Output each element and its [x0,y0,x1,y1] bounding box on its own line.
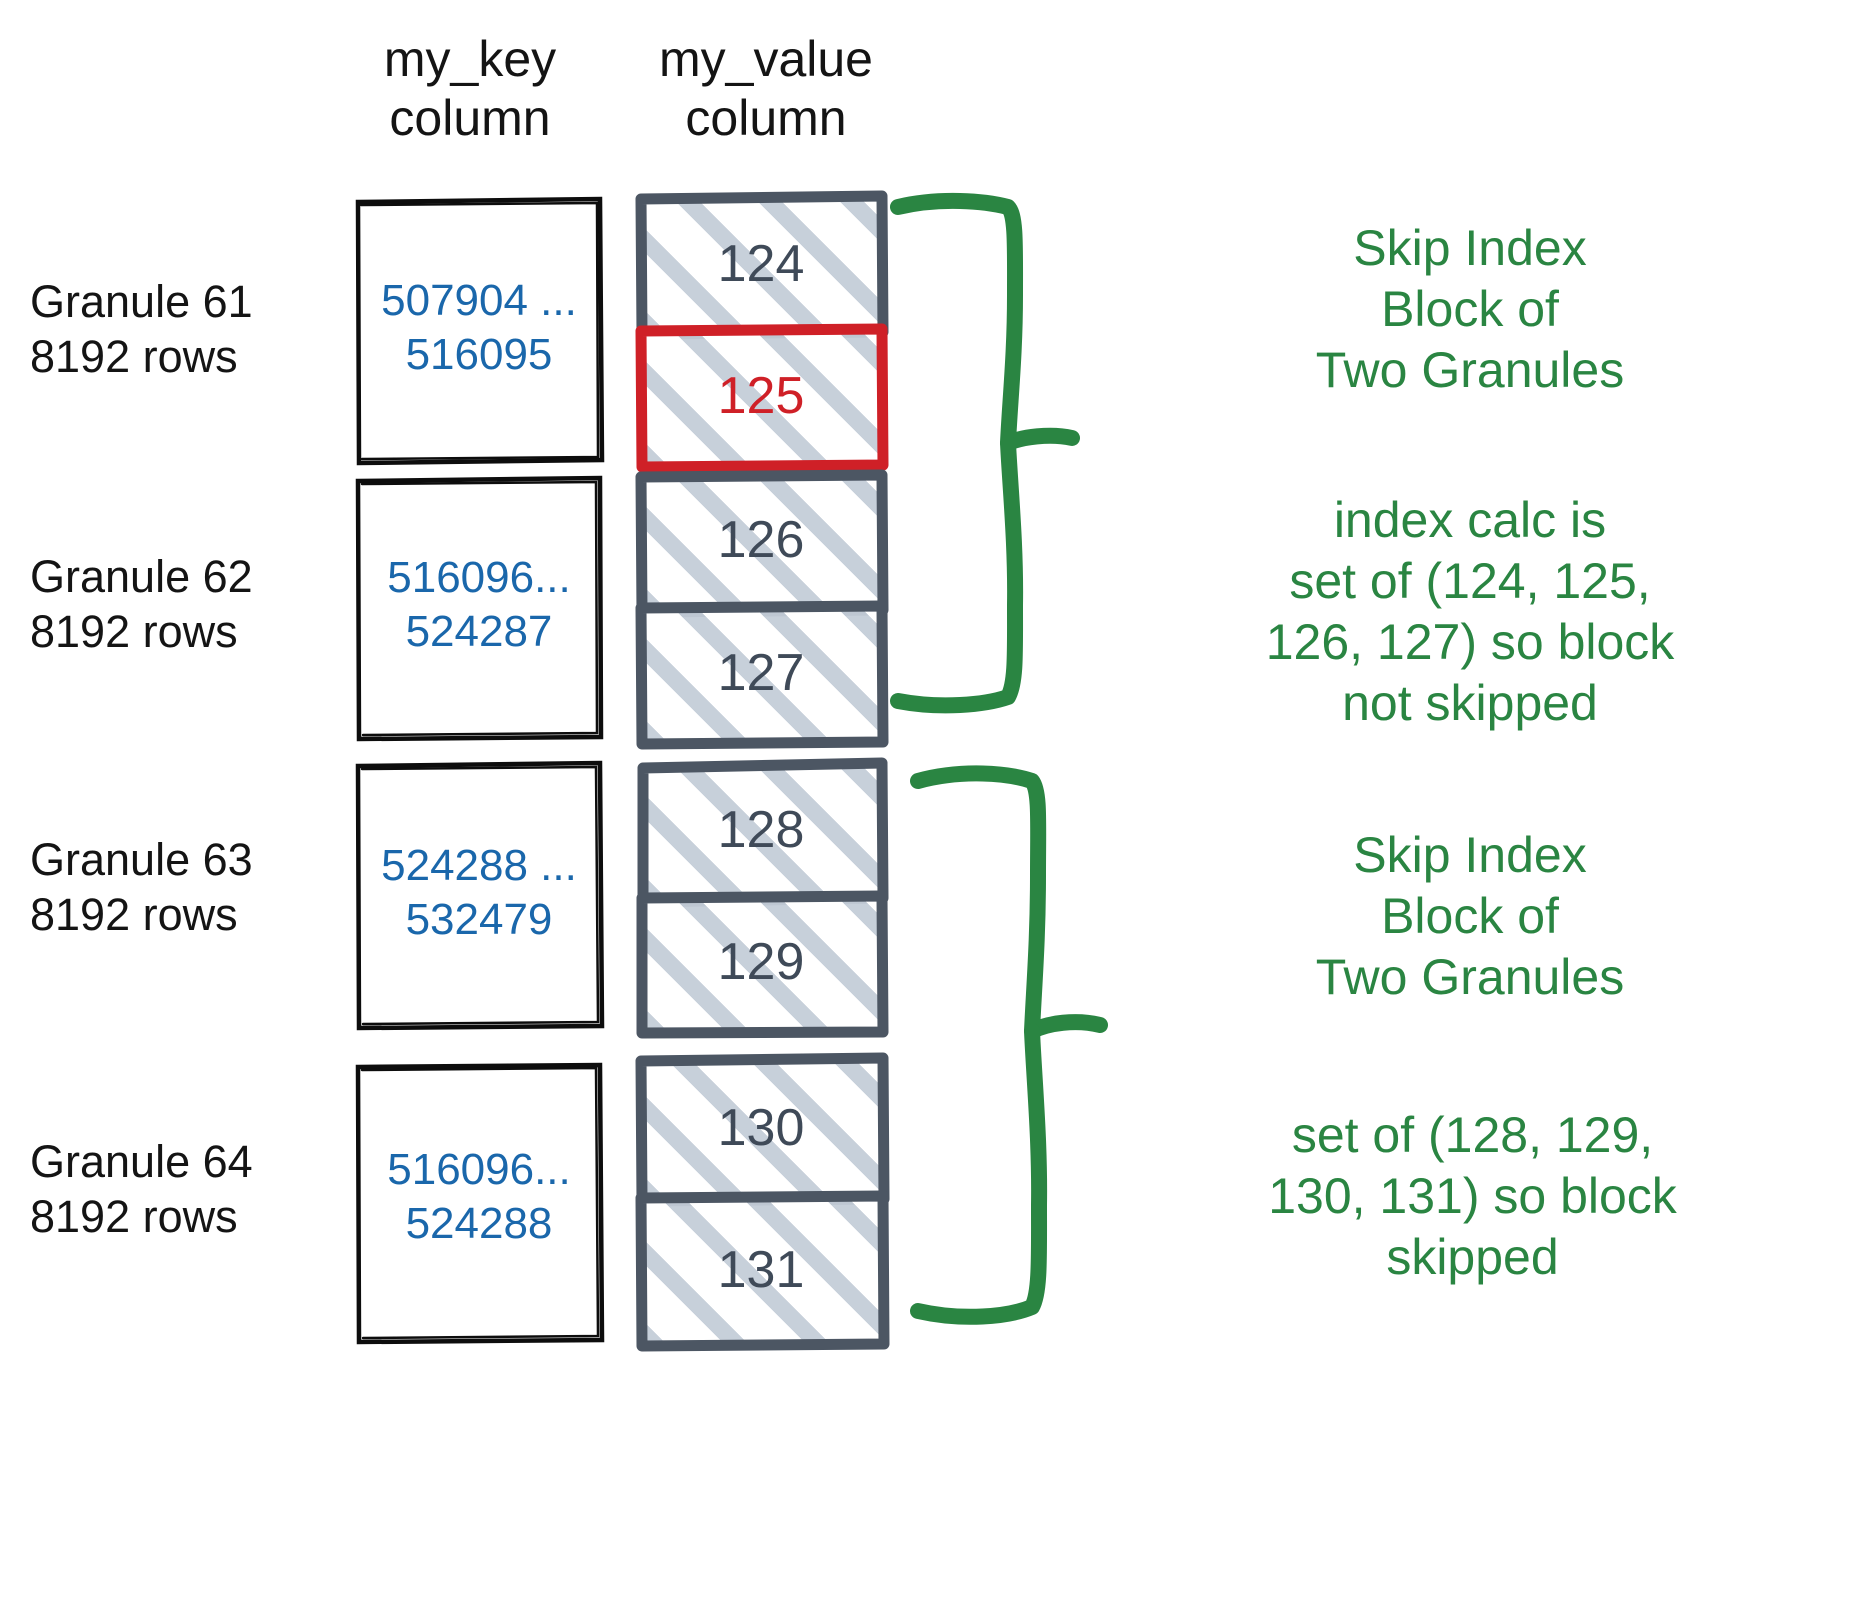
key-box-granule-61: 507904 ... 516095 [355,196,605,466]
column-header-my-value: my_value column [659,31,873,146]
key-range-granule-61: 507904 ... 516095 [381,276,577,379]
key-box-granule-62: 516096... 524287 [355,475,604,742]
granule-label-62: Granule 62 8192 rows [30,551,253,657]
value-box-129: 129 [636,890,889,1039]
key-range-granule-64: 516096... 524288 [387,1145,571,1248]
annotation-skip-index-block-top: Skip Index Block of Two Granules [1315,220,1625,398]
key-range-granule-62: 516096... 524287 [387,553,571,656]
value-box-126: 126 [635,469,889,618]
granule-label-63: Granule 63 8192 rows [30,834,253,940]
value-label-129: 129 [717,933,805,991]
value-label-130: 130 [717,1099,805,1157]
granule-label-61: Granule 61 8192 rows [30,276,253,382]
column-header-my-key: my_key column [383,31,557,146]
value-label-127: 127 [717,644,805,702]
value-label-125: 125 [717,367,805,425]
value-box-124: 124 [635,190,889,340]
value-box-128: 128 [637,757,889,908]
value-label-126: 126 [717,511,805,569]
key-box-granule-64: 516096... 524288 [355,1062,605,1345]
value-label-131: 131 [717,1241,805,1299]
annotation-set-of-skipped: set of (128, 129, 130, 131) so block ski… [1268,1107,1677,1285]
annotation-index-calc-not-skipped: index calc is set of (124, 125, 126, 127… [1265,492,1675,731]
key-range-granule-63: 524288 ... 532479 [381,841,577,944]
value-box-130: 130 [635,1052,890,1207]
skip-index-brace-top [890,192,1080,714]
value-label-128: 128 [717,801,805,859]
value-box-125-highlighted: 125 [635,323,889,473]
granule-label-64: Granule 64 8192 rows [30,1136,253,1242]
value-box-131: 131 [635,1190,890,1352]
value-box-127: 127 [635,600,889,750]
value-label-124: 124 [717,235,805,293]
annotation-skip-index-block-bottom: Skip Index Block of Two Granules [1315,827,1625,1005]
key-box-granule-63: 524288 ... 532479 [355,760,605,1031]
